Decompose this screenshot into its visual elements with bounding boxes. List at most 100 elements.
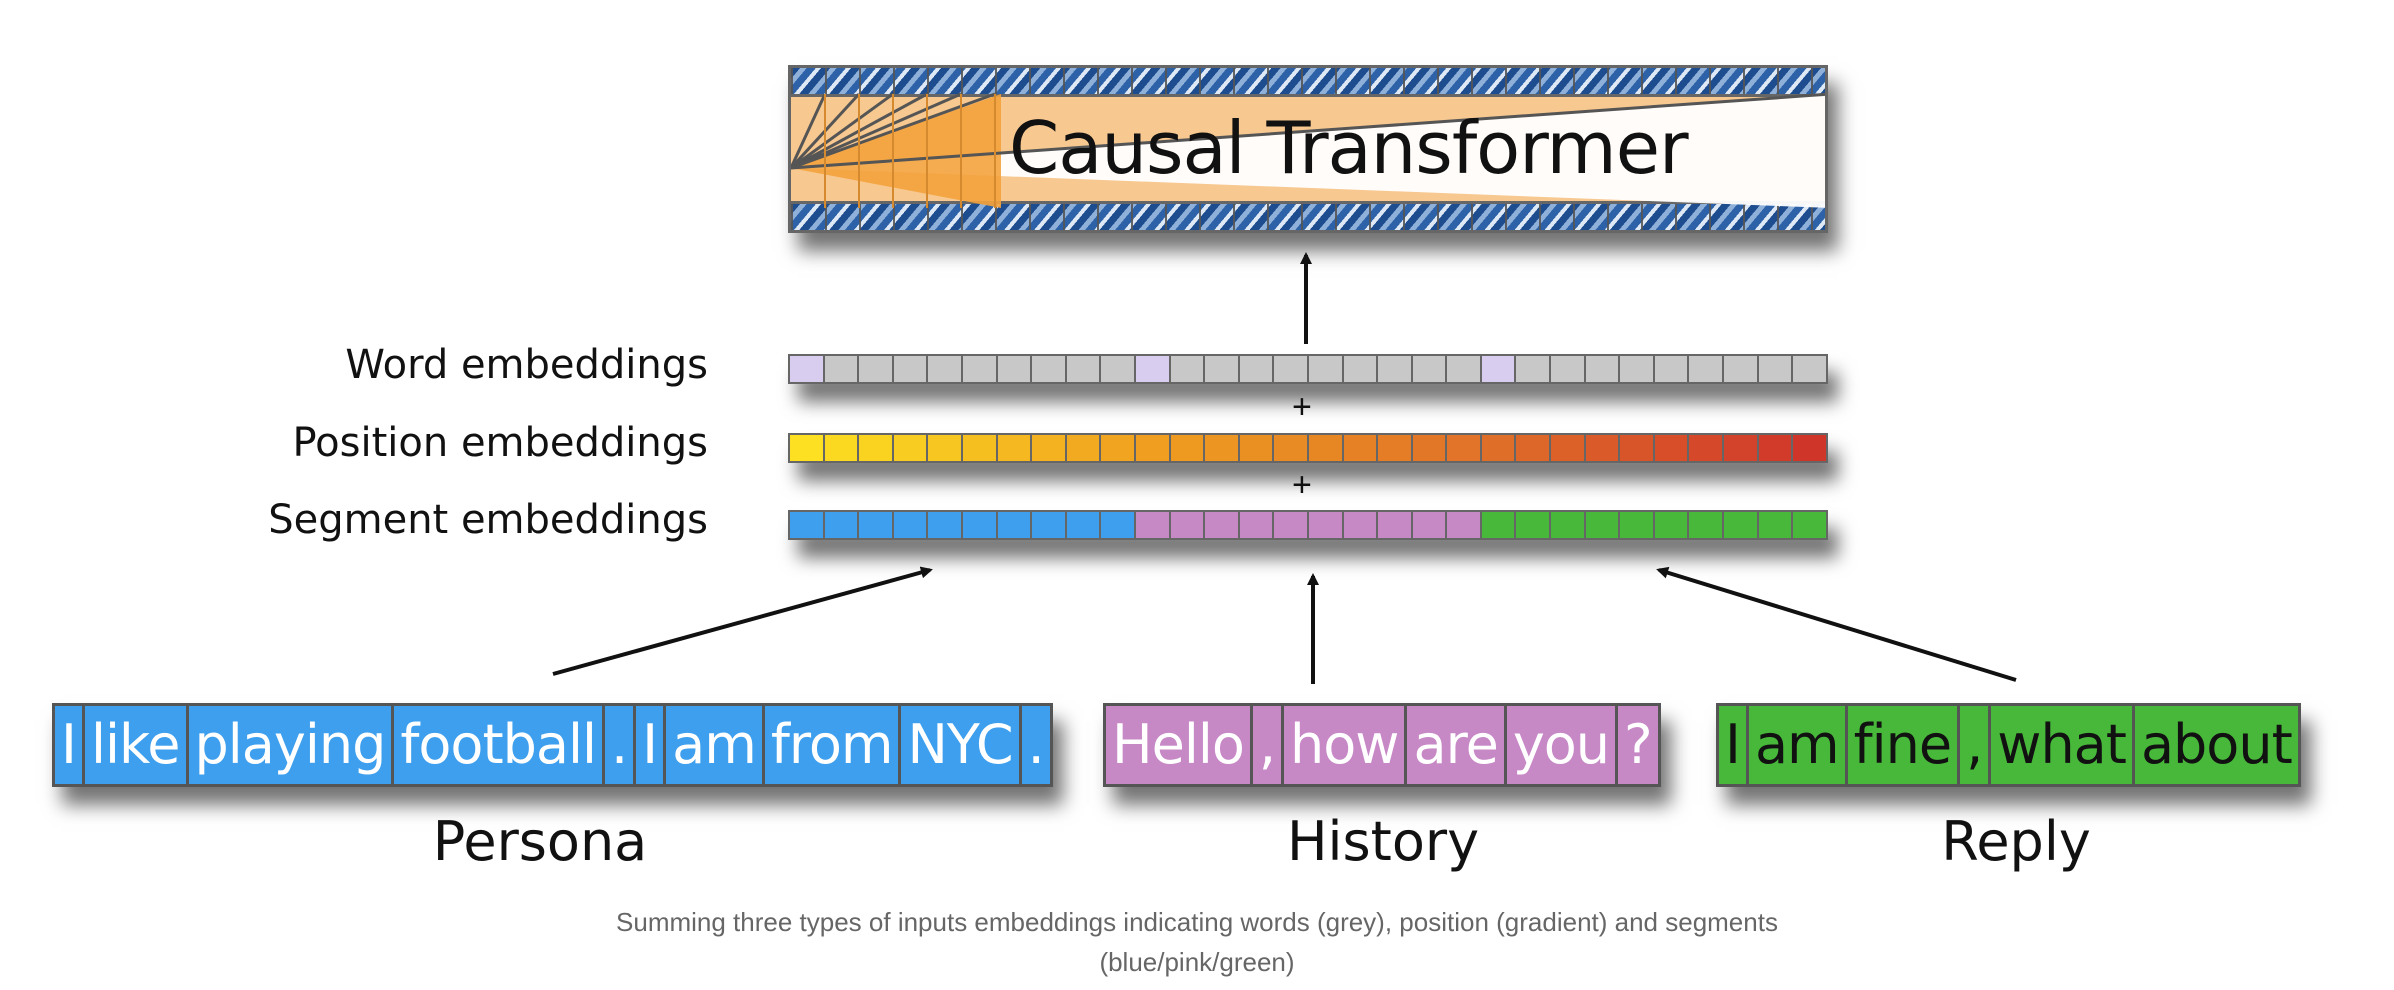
history-token: are xyxy=(1407,706,1507,784)
word-embedding-cell xyxy=(1689,356,1725,382)
position-embedding-cell xyxy=(1378,435,1413,461)
word-embedding-cell xyxy=(1239,356,1275,382)
position-embedding-cell xyxy=(1274,435,1309,461)
segment-embedding-cell xyxy=(893,512,929,538)
position-embedding-cell xyxy=(824,435,860,461)
history-token: ? xyxy=(1624,713,1653,776)
segment-embedding-cell xyxy=(1274,512,1309,538)
segment-embedding-cell xyxy=(928,512,963,538)
position-embeddings-row xyxy=(788,433,1828,463)
plus-sign-2: + xyxy=(1292,466,1312,504)
word-embedding-cell xyxy=(1066,356,1102,382)
segment-embedding-cell xyxy=(1101,512,1136,538)
segment-embedding-cell xyxy=(1551,512,1586,538)
causal-transformer-block: Causal Transformer xyxy=(788,65,1828,233)
position-embedding-cell xyxy=(1205,435,1240,461)
segment-embedding-cell xyxy=(1654,512,1690,538)
word-embedding-cell xyxy=(1205,356,1240,382)
segment-embedding-cell xyxy=(1066,512,1102,538)
word-embedding-cell xyxy=(1551,356,1586,382)
segment-embedding-cell xyxy=(1378,512,1413,538)
persona-token: football xyxy=(394,706,605,784)
reply-token: I xyxy=(1719,706,1749,784)
word-embedding-cell xyxy=(1447,356,1482,382)
segment-embeddings-label: Segment embeddings xyxy=(268,497,708,543)
position-embedding-cell xyxy=(1654,435,1690,461)
position-embedding-cell xyxy=(1032,435,1067,461)
position-embedding-cell xyxy=(1447,435,1482,461)
position-embedding-cell xyxy=(1758,435,1794,461)
transformer-title: Causal Transformer xyxy=(1009,106,1689,190)
arrow-reply xyxy=(1656,566,2017,682)
segment-embedding-cell xyxy=(859,512,894,538)
position-embedding-cell xyxy=(1585,435,1621,461)
word-embedding-cell xyxy=(1378,356,1413,382)
position-embedding-cell xyxy=(1239,435,1275,461)
arrow-persona xyxy=(552,566,933,676)
segment-embedding-cell xyxy=(1135,512,1171,538)
reply-label: Reply xyxy=(1941,810,2091,873)
segment-embedding-cell xyxy=(1481,512,1517,538)
position-embedding-cell xyxy=(928,435,963,461)
persona-label: Persona xyxy=(432,810,648,873)
word-embedding-cell xyxy=(1585,356,1621,382)
segment-embedding-cell xyxy=(1170,512,1206,538)
segment-embeddings-row xyxy=(788,510,1828,540)
word-embedding-cell xyxy=(1274,356,1309,382)
segment-embedding-cell xyxy=(1689,512,1725,538)
attention-fan-graphic xyxy=(791,92,1825,208)
word-embedding-cell xyxy=(1032,356,1067,382)
history-label: History xyxy=(1286,810,1480,873)
segment-embedding-cell xyxy=(824,512,860,538)
word-embedding-cell xyxy=(824,356,860,382)
persona-token: I xyxy=(636,706,667,784)
position-embedding-cell xyxy=(1343,435,1379,461)
position-embedding-cell xyxy=(962,435,998,461)
history-token: how xyxy=(1284,706,1408,784)
persona-token: I xyxy=(55,706,85,784)
reply-token: what xyxy=(1991,706,2135,784)
word-embedding-cell xyxy=(1793,356,1826,382)
segment-embedding-cell xyxy=(1412,512,1448,538)
reply-token: am xyxy=(1749,706,1848,784)
word-embedding-cell xyxy=(1516,356,1552,382)
word-embeddings-label: Word embeddings xyxy=(345,342,708,388)
reply-token: about xyxy=(2140,713,2293,776)
word-embedding-cell xyxy=(790,356,825,382)
position-embeddings-label: Position embeddings xyxy=(292,420,708,466)
persona-token: from xyxy=(765,706,902,784)
segment-embedding-cell xyxy=(1205,512,1240,538)
segment-embedding-cell xyxy=(1239,512,1275,538)
segment-embedding-cell xyxy=(1032,512,1067,538)
word-embedding-cell xyxy=(997,356,1033,382)
transformer-top-strip xyxy=(791,68,1825,97)
history-token: , xyxy=(1253,706,1285,784)
figure-caption: Summing three types of inputs embeddings… xyxy=(0,902,2394,982)
position-embedding-cell xyxy=(1551,435,1586,461)
word-embedding-cell xyxy=(1308,356,1344,382)
word-embedding-cell xyxy=(1620,356,1655,382)
word-embedding-cell xyxy=(928,356,963,382)
segment-embedding-cell xyxy=(997,512,1033,538)
position-embedding-cell xyxy=(1135,435,1171,461)
reply-token: fine xyxy=(1848,706,1961,784)
persona-token: . xyxy=(605,706,637,784)
segment-embedding-cell xyxy=(1758,512,1794,538)
segment-embedding-cell xyxy=(1724,512,1759,538)
persona-token: . xyxy=(1027,713,1045,776)
word-embedding-cell xyxy=(859,356,894,382)
position-embedding-cell xyxy=(1724,435,1759,461)
history-token: you xyxy=(1507,706,1619,784)
position-embedding-cell xyxy=(1516,435,1552,461)
position-embedding-cell xyxy=(1481,435,1517,461)
persona-token: playing xyxy=(189,706,395,784)
segment-embedding-cell xyxy=(1620,512,1655,538)
persona-token: like xyxy=(85,706,189,784)
position-embedding-cell xyxy=(893,435,929,461)
position-embedding-cell xyxy=(1412,435,1448,461)
